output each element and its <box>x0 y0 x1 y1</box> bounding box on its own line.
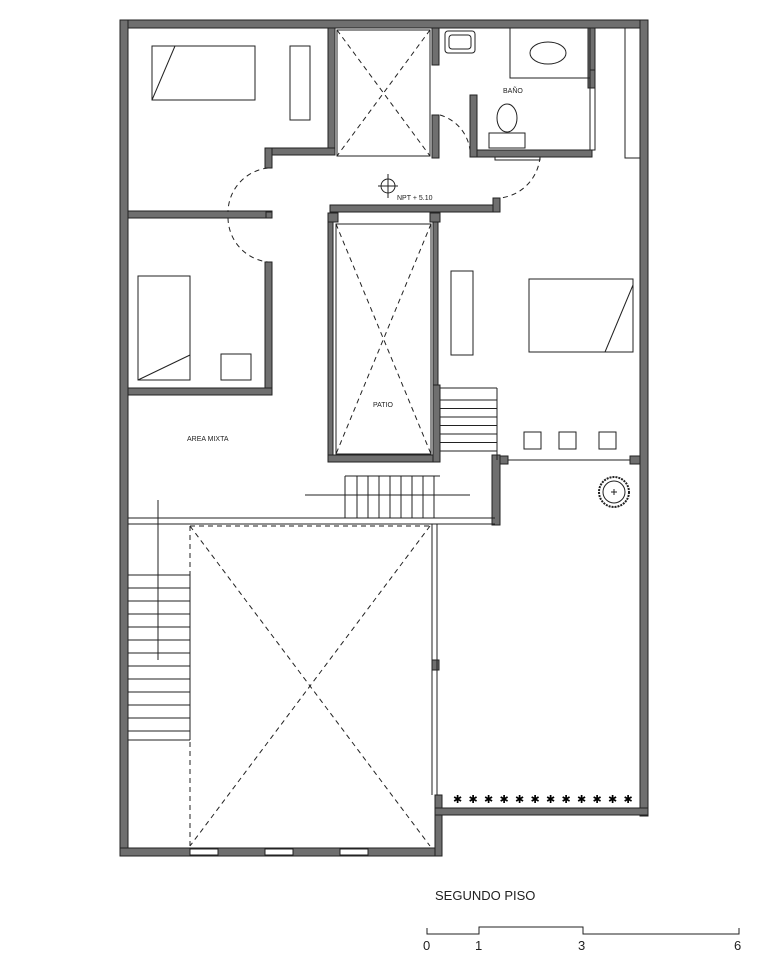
plant-icon: ✱ <box>484 794 493 806</box>
plant-icon: ✱ <box>562 794 571 806</box>
plant-icon: ✱ <box>531 794 540 806</box>
plant-icon: ✱ <box>593 794 602 806</box>
level-label: NPT + 5.10 <box>397 195 433 202</box>
patio-label: PATIO <box>373 402 394 409</box>
plant-icon: ✱ <box>453 794 462 806</box>
plant-icon: ✱ <box>608 794 617 806</box>
stairs <box>128 387 498 741</box>
plant-icon: ✱ <box>624 794 633 806</box>
bath-label: BAÑO <box>503 86 523 95</box>
windows <box>189 848 369 856</box>
plant-icon: ✱ <box>515 794 524 806</box>
scale-tick-1: 1 <box>475 938 482 953</box>
double-height-void <box>189 525 431 847</box>
plan-title: SEGUNDO PISO <box>435 888 535 903</box>
plan-lines <box>128 27 641 795</box>
interior-walls <box>127 27 641 671</box>
tree-icon <box>598 476 630 508</box>
patio-void <box>335 223 432 455</box>
furniture <box>137 45 634 450</box>
mixed-area-label: AREA MIXTA <box>187 436 229 443</box>
planter: ✱ ✱ ✱ ✱ ✱ ✱ ✱ ✱ ✱ ✱ ✱ ✱ <box>453 794 633 806</box>
doors <box>227 69 596 263</box>
plant-icon: ✱ <box>577 794 586 806</box>
bath-fixtures <box>444 27 591 149</box>
plant-icon: ✱ <box>546 794 555 806</box>
scale-bar <box>426 926 740 935</box>
plant-icon: ✱ <box>469 794 478 806</box>
plant-icon: ✱ <box>500 794 509 806</box>
scale-tick-0: 0 <box>423 938 430 953</box>
scale-tick-6: 6 <box>734 938 741 953</box>
level-marker-icon <box>378 174 398 198</box>
void-top <box>336 29 431 157</box>
scale-tick-3: 3 <box>578 938 585 953</box>
